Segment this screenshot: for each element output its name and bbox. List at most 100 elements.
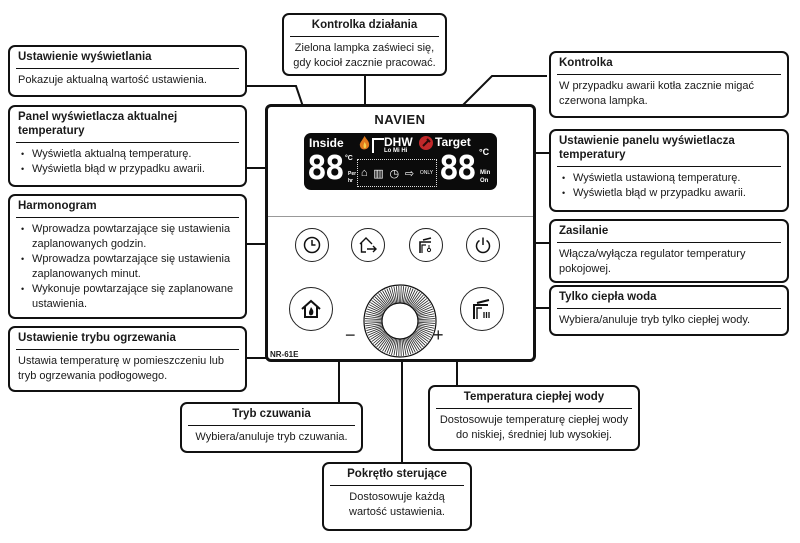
dial-ridge: [406, 337, 414, 354]
faucet-small-icon: [372, 138, 384, 153]
dial-ridge: [410, 293, 422, 308]
radiator-icon: ▥: [373, 167, 384, 180]
callout-title: Panel wyświetlacza aktualnej temperatury: [16, 107, 239, 143]
dial-ridge: [368, 304, 385, 313]
dial-ridge: [415, 304, 432, 313]
callout-body: Pokazuje aktualną wartość ustawienia.: [18, 74, 207, 86]
dial-ridge: [407, 289, 416, 305]
callout-item: Wyświetla błąd w przypadku awarii.: [18, 162, 237, 177]
dial-ridge: [417, 321, 435, 324]
callout-schedule: Harmonogram Wprowadza powtarzające się u…: [8, 194, 247, 319]
hot-water-only-button[interactable]: [460, 287, 504, 331]
dial-ridge: [391, 338, 397, 356]
dial-ridge: [407, 337, 416, 353]
callout-title: Pokrętło sterujące: [330, 464, 464, 486]
callout-power: Zasilanie Włącza/wyłącza regulator tempe…: [549, 219, 789, 283]
callout-item: Wykonuje powtarzające się zaplanowane us…: [18, 282, 237, 312]
callout-heating-mode: Ustawienie trybu ogrzewania Ustawia temp…: [8, 326, 247, 392]
dial-ridge: [416, 327, 433, 336]
dial-ridge: [409, 291, 420, 307]
callout-item: Wyświetla aktualną temperaturę.: [18, 147, 237, 162]
dial-ridge: [408, 290, 418, 306]
dial-ridge: [406, 288, 414, 305]
model-label: NR-61E: [270, 350, 299, 359]
dial-ridge: [416, 308, 434, 316]
dial-ridge: [415, 302, 430, 312]
dial-ridge: [401, 286, 405, 304]
dial-ridge: [416, 326, 434, 334]
dial-ridge: [378, 293, 390, 308]
dial-ridge: [384, 289, 393, 305]
lcd-display: Inside DHW Lo Mi Hi Target 88 °C Per hr …: [304, 133, 497, 190]
left-degree: °C: [345, 155, 353, 162]
callout-title: Kontrolka: [557, 53, 781, 75]
callout-title: Ustawienie wyświetlania: [16, 47, 239, 69]
dial-ridge: [365, 321, 383, 324]
dial-ridge: [395, 338, 399, 356]
dhw-levels: Lo Mi Hi: [384, 148, 408, 154]
minus-label: −: [345, 325, 356, 345]
clock-small-icon: ◷: [389, 167, 400, 180]
dial-ridge: [400, 338, 402, 356]
callout-title: Ustawienie panelu wyświetlacza temperatu…: [557, 131, 781, 167]
dial-ridge: [376, 294, 389, 308]
callout-title: Harmonogram: [16, 196, 239, 218]
dial-ridge: [417, 318, 435, 321]
callout-current-temp-panel: Panel wyświetlacza aktualnej temperatury…: [8, 105, 247, 187]
callout-title: Tylko ciepła woda: [557, 287, 781, 309]
callout-operation-lamp: Kontrolka działania Zielona lampka zaświ…: [282, 13, 447, 76]
dial-ridge: [370, 330, 385, 340]
callout-item: Wyświetla ustawioną temperaturę.: [559, 171, 779, 186]
dial-ridge: [402, 286, 407, 304]
hr-label: hr: [348, 178, 353, 184]
dial-ridge: [415, 330, 430, 340]
power-button[interactable]: [466, 228, 500, 262]
target-label: Target: [435, 135, 471, 149]
faucet-thermometer-icon: [419, 237, 432, 253]
callout-body: Ustawia temperaturę w pomieszczeniu lub …: [18, 355, 225, 382]
dial-ridge: [393, 286, 398, 304]
dial-ridge: [365, 323, 383, 327]
dial-ridge: [386, 288, 394, 305]
callout-item: Wprowadza powtarzające się ustawienia za…: [18, 252, 237, 282]
heating-mode-button[interactable]: [289, 287, 333, 331]
house-flame-icon: [301, 299, 321, 318]
callout-title: Zasilanie: [557, 221, 781, 243]
callout-item: Wyświetla błąd w przypadku awarii.: [559, 186, 779, 201]
dial-ridge: [402, 338, 407, 356]
mode-icons-strip: ⌂ ▥ ◷ ⇨ ONLY: [357, 159, 437, 187]
callout-fault-lamp: Kontrolka W przypadku awarii kotła zaczn…: [549, 51, 789, 118]
away-button[interactable]: [351, 228, 385, 262]
dial-ridge: [417, 310, 434, 317]
clock-icon: [303, 236, 321, 254]
wrench-icon: [419, 136, 433, 155]
dial-ridge: [376, 334, 389, 348]
dhw-temp-button[interactable]: [409, 228, 443, 262]
dial-ridge: [365, 315, 383, 319]
schedule-button[interactable]: [295, 228, 329, 262]
control-dial[interactable]: [362, 283, 438, 359]
dhw-only-icon: ONLY: [419, 170, 434, 176]
dial-ridge: [414, 300, 429, 311]
dial-ridge: [365, 318, 383, 321]
dial-ridge: [417, 315, 435, 319]
dial-ridge: [398, 338, 400, 356]
dial-ridge: [368, 329, 385, 338]
dial-ridge: [400, 286, 402, 304]
dial-ridge: [417, 324, 435, 329]
callout-item: Wprowadza powtarzające się ustawienia za…: [18, 222, 237, 252]
away-small-icon: ⇨: [404, 167, 415, 180]
dial-ridge: [411, 334, 424, 348]
dial-ridge: [410, 334, 422, 349]
dial-ridge: [412, 333, 426, 346]
per-label: Per: [348, 171, 357, 177]
callout-target-temp-panel: Ustawienie panelu wyświetlacza temperatu…: [549, 129, 789, 212]
flame-icon: [359, 136, 370, 156]
right-degree: °C: [479, 147, 490, 157]
callout-body: Dostosowuje każdą wartość ustawienia.: [349, 491, 445, 518]
dial-ridge: [388, 337, 395, 355]
dial-ridge: [365, 324, 383, 329]
dial-ridge: [413, 332, 428, 344]
dial-ridge: [370, 302, 385, 312]
callout-body: Zielona lampka zaświeci się, gdy kocioł …: [293, 42, 436, 69]
